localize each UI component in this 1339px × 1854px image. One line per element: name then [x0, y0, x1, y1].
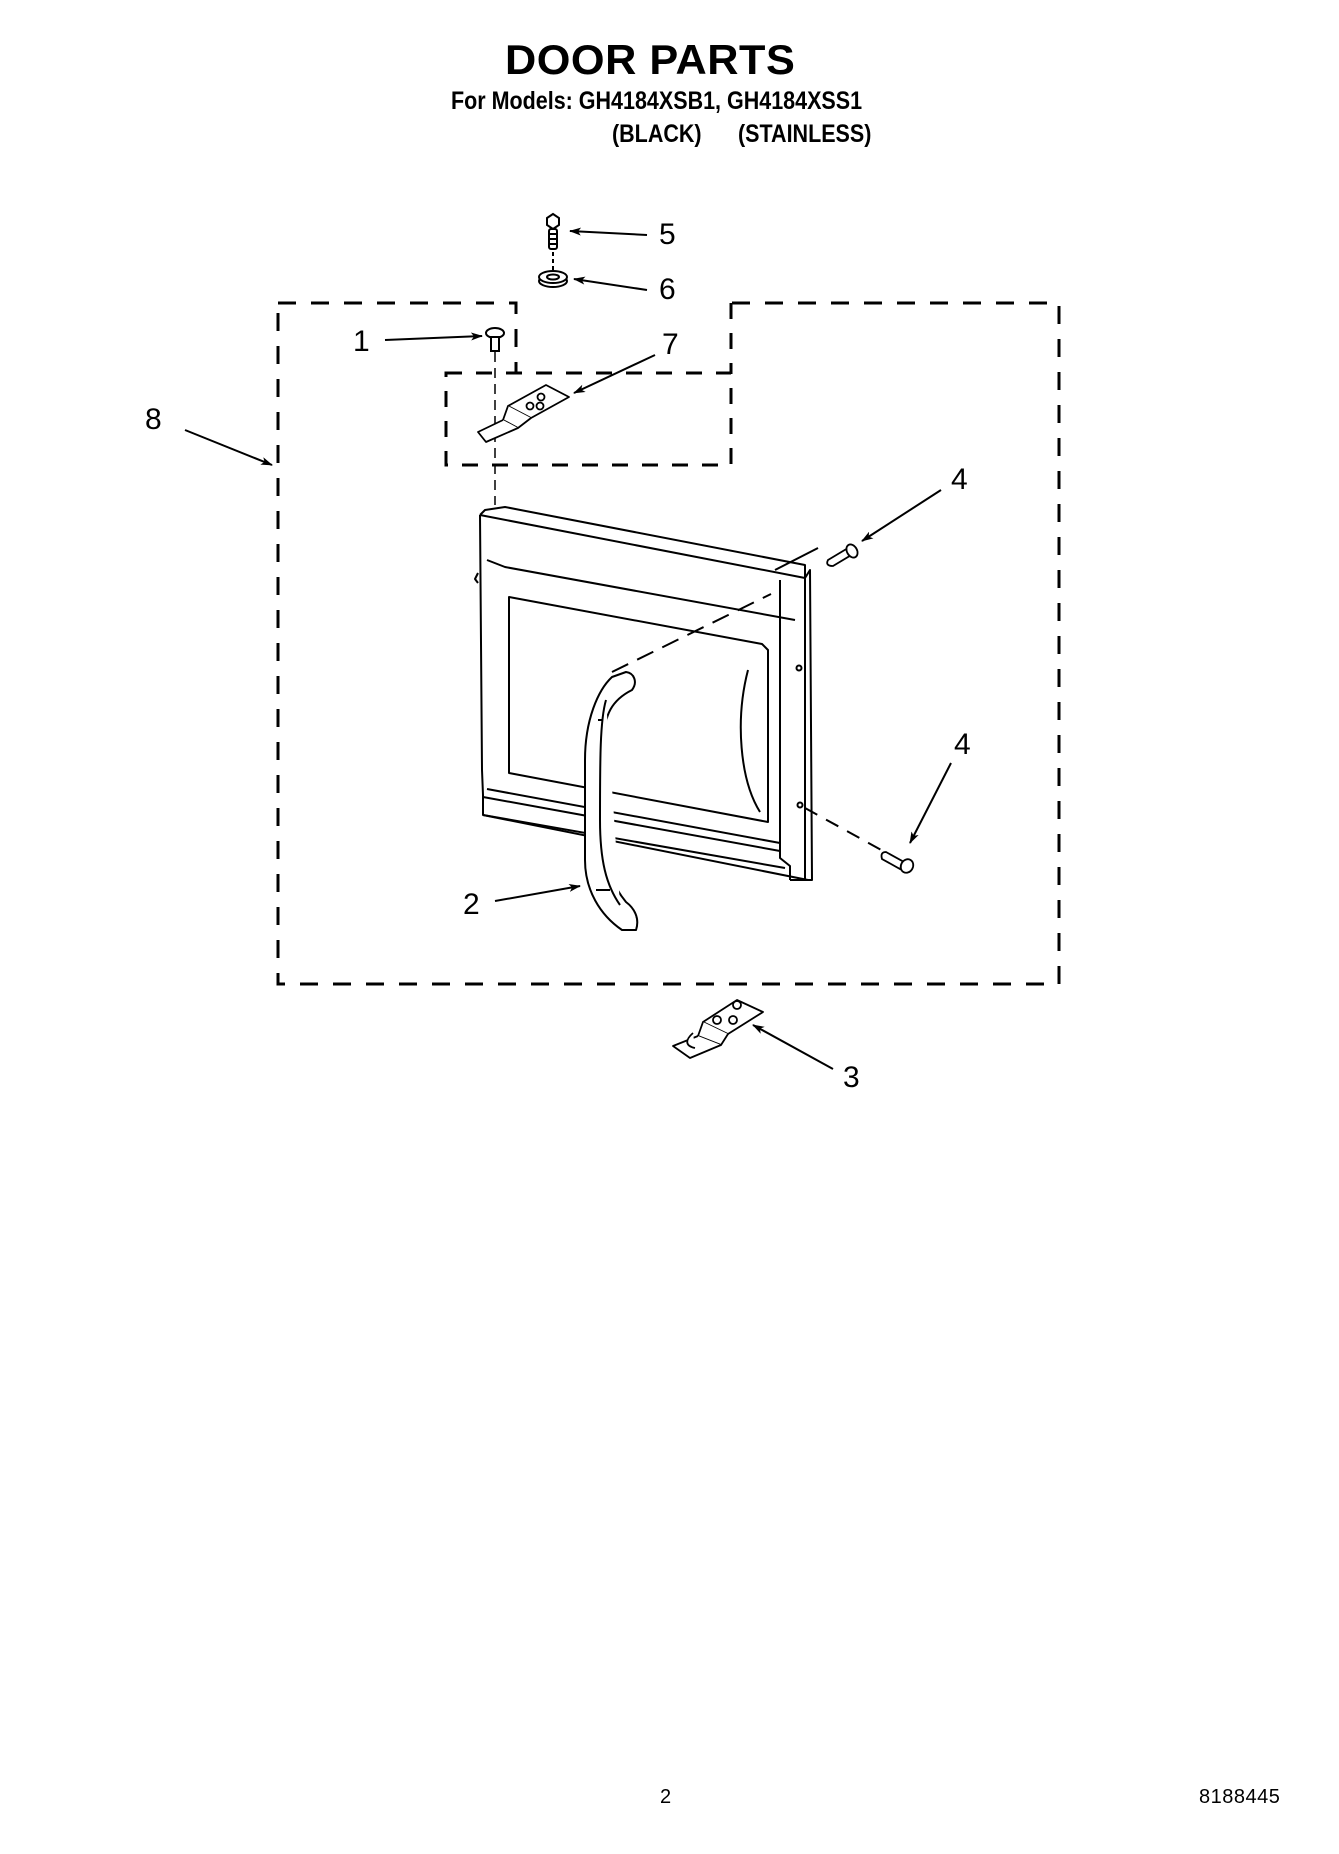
pin-part — [485, 327, 505, 352]
models-line: For Models: GH4184XSB1, GH4184XSS1 — [451, 87, 863, 115]
callout-3-label: 3 — [843, 1061, 860, 1094]
callout-1-label: 1 — [353, 325, 370, 358]
document-number: 8188445 — [1199, 1786, 1281, 1808]
callout-5-label: 5 — [659, 218, 676, 251]
door-handle-part — [584, 671, 639, 931]
callout-7-label: 7 — [662, 328, 679, 361]
variant-finish-black: (BLACK) — [612, 120, 702, 148]
hinge-screw-part — [546, 212, 560, 250]
washer-part — [538, 270, 568, 288]
upper-bracket-part — [477, 384, 570, 443]
callout-8-label: 8 — [145, 403, 162, 436]
handle-screw-upper-part — [826, 543, 859, 567]
leader-arrows — [184, 227, 952, 1070]
page-title: DOOR PARTS — [505, 36, 796, 83]
callout-4-upper-label: 4 — [951, 463, 968, 496]
door-assembly-boundary — [276, 301, 1061, 986]
callout-4-lower-label: 4 — [954, 728, 971, 761]
page-number: 2 — [660, 1786, 672, 1808]
upper-bracket-boundary — [444, 303, 733, 467]
door-part — [474, 506, 813, 881]
callout-6-label: 6 — [659, 273, 676, 306]
handle-screw-lower-part — [880, 851, 915, 874]
lower-bracket-part — [672, 999, 764, 1059]
callout-2-label: 2 — [463, 888, 480, 921]
variant-finish-stainless: (STAINLESS) — [738, 120, 872, 148]
